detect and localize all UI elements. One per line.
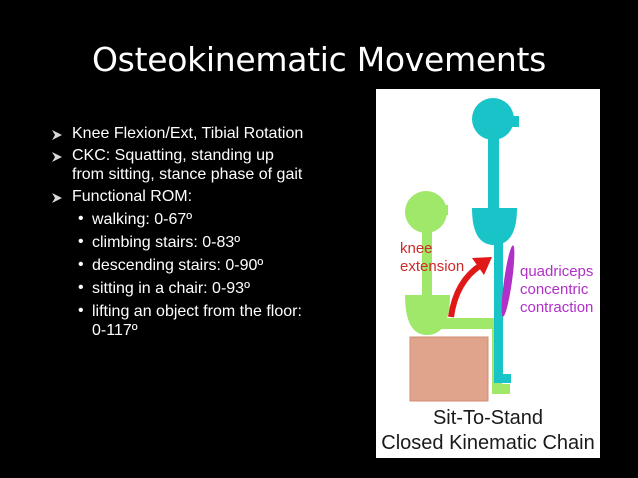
quadriceps-muscle — [501, 245, 515, 317]
sub-bullet-text: sitting in a chair: 0-93º — [92, 280, 250, 297]
knee-extension-label: knee extension — [400, 240, 465, 275]
sit-to-stand-diagram — [405, 98, 519, 402]
sub-bullet-text: climbing stairs: 0-83º — [92, 234, 241, 251]
sub-bullet-item: • sitting in a chair: 0-93º — [48, 279, 308, 298]
chair-seat — [409, 336, 489, 402]
bullet-item: CKC: Squatting, standing up from sitting… — [48, 146, 308, 184]
sub-bullet-text: descending stairs: 0-90º — [92, 257, 264, 274]
sub-bullet-item: • descending stairs: 0-90º — [48, 256, 308, 275]
knee-extension-arrow — [448, 257, 492, 318]
dot-bullet-icon: • — [78, 279, 84, 296]
dot-bullet-icon: • — [78, 210, 84, 227]
arrow-bullet-icon — [51, 149, 63, 168]
bullet-text: Functional ROM: — [72, 188, 193, 205]
bullet-text: Knee Flexion/Ext, Tibial Rotation — [72, 125, 304, 142]
caption-line-2: Closed Kinematic Chain — [381, 432, 595, 454]
sub-bullet-text: walking: 0-67º — [92, 211, 193, 228]
sub-bullet-item: • climbing stairs: 0-83º — [48, 233, 308, 252]
dot-bullet-icon: • — [78, 302, 84, 319]
bullet-text: CKC: Squatting, standing up from sitting… — [72, 147, 303, 183]
standing-figure — [472, 98, 519, 383]
bullet-item: Knee Flexion/Ext, Tibial Rotation — [48, 124, 308, 143]
sub-bullet-item: • lifting an object from the floor: 0-11… — [48, 302, 308, 340]
arrow-bullet-icon — [51, 190, 63, 209]
caption-line-1: Sit-To-Stand — [432, 407, 544, 429]
sub-bullet-text: lifting an object from the floor: 0-117º — [92, 303, 302, 339]
slide-title: Osteokinematic Movements — [92, 40, 546, 79]
sit-to-stand-figure: knee extension quadriceps concentric con… — [376, 89, 600, 458]
bullet-list: Knee Flexion/Ext, Tibial Rotation CKC: S… — [48, 124, 308, 340]
bullet-item: Functional ROM: — [48, 187, 308, 206]
quadriceps-label: quadriceps concentric contraction — [520, 263, 594, 316]
dot-bullet-icon: • — [78, 233, 84, 250]
sub-bullet-item: • walking: 0-67º — [48, 210, 308, 229]
arrow-bullet-icon — [51, 127, 63, 146]
dot-bullet-icon: • — [78, 256, 84, 273]
